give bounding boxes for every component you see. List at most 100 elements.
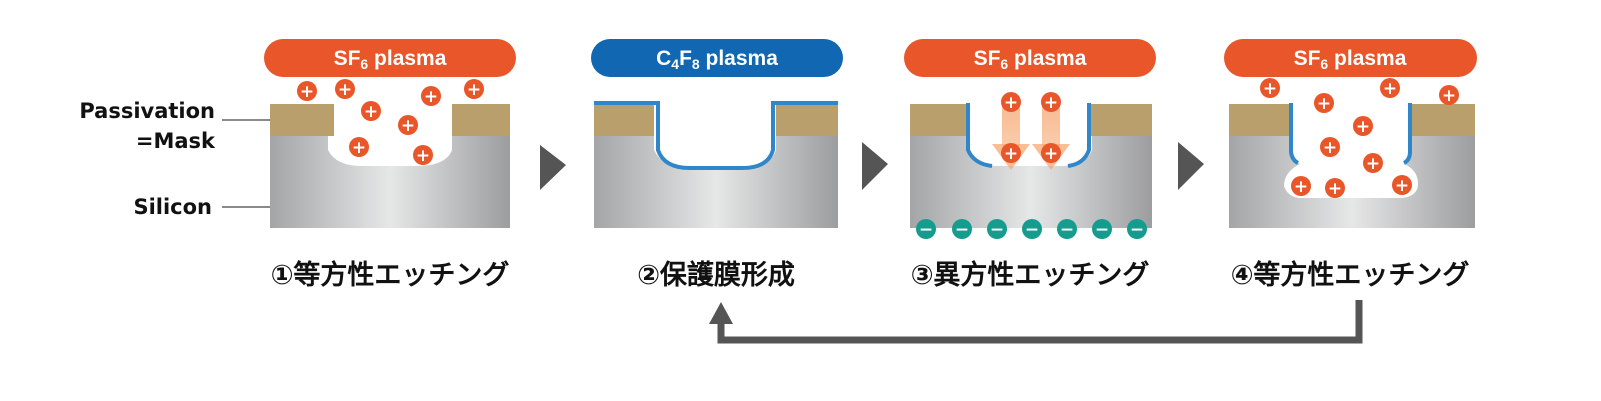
svg-text:+: + [338,80,352,100]
mask-right-2 [776,104,838,136]
positive-ion: + [1314,93,1334,114]
svg-text:+: + [1004,93,1018,113]
passivation-film-2 [594,101,838,170]
positive-ion: + [1291,176,1311,197]
plasma-label-1: SF6 plasma [334,47,447,72]
svg-text:+: + [1356,117,1370,137]
negative-ion: − [1057,219,1077,240]
positive-ion: + [361,101,381,122]
svg-text:+: + [1263,79,1277,99]
svg-text:+: + [1317,94,1331,114]
positive-ion: + [1392,175,1412,196]
mask-label: =Mask [136,129,216,153]
mask-left-4 [1229,104,1289,136]
svg-text:−: − [955,220,969,240]
svg-text:−: − [990,220,1004,240]
svg-text:+: + [352,138,366,158]
negative-ion: − [1127,219,1147,240]
svg-text:+: + [416,146,430,166]
svg-text:+: + [1294,177,1308,197]
svg-text:+: + [401,116,415,136]
passivation-film-left-3 [966,103,993,168]
positive-ion: + [1041,92,1061,113]
svg-text:+: + [1044,144,1058,164]
repeat-cycle-arrow [717,300,1363,344]
plasma-label-4: SF6 plasma [1294,47,1407,72]
positive-ion: + [297,81,317,102]
positive-ion: + [1363,153,1383,174]
step-label-4: ④等方性エッチング [1231,259,1470,291]
positive-ion: + [1320,137,1340,158]
panel-4-isotropic-etch: SF6 plasma + + + + + + + + + + ④等方性エッチング [1224,39,1477,291]
panel-3-anisotropic-etch: SF6 plasma + + + + − − − − − − − ③異方性エッチ… [904,39,1156,291]
positive-ion: + [1041,143,1061,164]
step-label-3: ③異方性エッチング [911,259,1150,291]
svg-text:+: + [467,80,481,100]
positive-ion: + [1001,143,1021,164]
svg-text:+: + [1323,138,1337,158]
svg-text:−: − [1130,220,1144,240]
step-label-2: ②保護膜形成 [637,259,795,291]
positive-ion: + [1380,78,1400,99]
svg-text:+: + [364,102,378,122]
silicon-block-4 [1229,136,1475,228]
silicon-block-1 [270,136,510,228]
mask-left-3 [910,104,968,136]
mask-right-3 [1090,104,1152,136]
svg-text:+: + [1328,179,1342,199]
negative-ion: − [1022,219,1042,240]
passivation-label: Passivation [79,99,215,123]
svg-text:−: − [1095,220,1109,240]
svg-text:−: − [919,220,933,240]
mask-left-2 [594,104,654,136]
process-arrow-1 [540,145,566,190]
positive-ion: + [1001,92,1021,113]
positive-ion: + [1260,78,1280,99]
mask-left-1 [270,104,334,136]
mask-right-1 [452,104,510,136]
step-label-1: ①等方性エッチング [271,259,510,291]
negative-ion: − [916,219,936,240]
positive-ion: + [335,79,355,100]
plasma-pill-2 [591,39,843,77]
positive-ion: + [398,115,418,136]
svg-text:−: − [1025,220,1039,240]
svg-text:+: + [300,82,314,102]
svg-text:+: + [1044,93,1058,113]
panel-1-isotropic-etch: SF6 plasma + + + + + + + + ①等方性エッチング [264,39,516,291]
panel-2-passivation: C4F8 plasma ②保護膜形成 [591,39,843,291]
passivation-film-right-3 [1067,103,1091,168]
positive-ion: + [421,86,441,107]
negative-ion: − [987,219,1007,240]
positive-ion: + [1325,178,1345,199]
positive-ion: + [464,79,484,100]
positive-ion: + [349,137,369,158]
passivation-film-right-4 [1402,103,1412,165]
positive-ion: + [413,145,433,166]
negative-ion: − [1092,219,1112,240]
negative-ion: − [952,219,972,240]
svg-text:+: + [1383,79,1397,99]
positive-ion: + [1353,116,1373,137]
process-arrow-3 [1178,142,1204,190]
svg-text:+: + [424,87,438,107]
plasma-label-3: SF6 plasma [974,47,1087,72]
svg-text:+: + [1395,176,1409,196]
plasma-pill-1 [264,39,516,77]
plasma-label-2: C4F8 plasma [656,47,778,72]
passivation-film-left-4 [1289,103,1299,165]
silicon-block-2 [594,136,838,228]
positive-ion: + [1439,85,1459,106]
plasma-pill-3 [904,39,1156,77]
repeat-cycle-arrowhead [709,302,733,324]
mask-right-4 [1412,104,1475,136]
process-arrow-2 [862,142,888,190]
silicon-block-3 [910,136,1152,228]
svg-text:−: − [1060,220,1074,240]
plasma-pill-4 [1224,39,1477,77]
svg-text:+: + [1442,86,1456,106]
svg-text:+: + [1366,154,1380,174]
silicon-label: Silicon [133,195,212,219]
svg-text:+: + [1004,144,1018,164]
